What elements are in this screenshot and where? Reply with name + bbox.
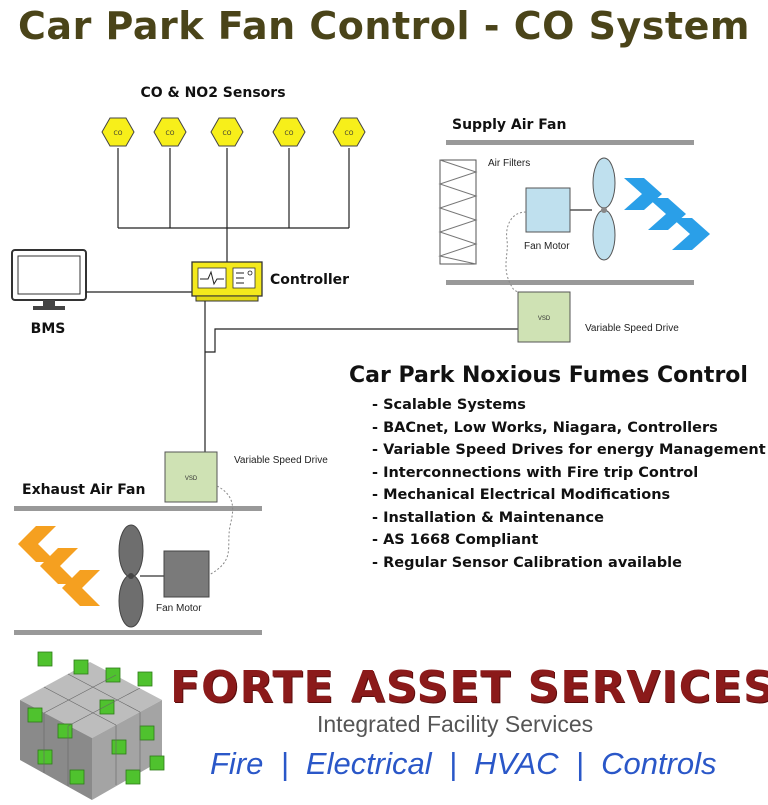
sensor-co-5: CO — [332, 117, 366, 147]
sensor-label: CO — [345, 130, 354, 137]
company-tagline: Integrated Facility Services — [317, 711, 594, 737]
sensor-label: CO — [285, 130, 294, 137]
sensor-co-2: CO — [153, 117, 187, 147]
exhaust-airflow-arrows-icon — [18, 526, 100, 606]
exhaust-vsd — [164, 451, 218, 503]
list-item: - Mechanical Electrical Modifications — [372, 487, 671, 503]
supply-fan-blade-icon — [592, 157, 616, 261]
list-item: - Scalable Systems — [372, 397, 526, 413]
vsd-wiring — [204, 301, 518, 452]
controller-label: Controller — [270, 272, 349, 288]
sensor-co-4: CO — [272, 117, 306, 147]
supply-motor-cable — [505, 211, 527, 293]
sensor-label: CO — [166, 130, 175, 137]
exhaust-motor-label: Fan Motor — [156, 603, 202, 614]
supply-vsd-label: Variable Speed Drive — [585, 323, 679, 334]
exhaust-duct-top — [14, 506, 262, 511]
list-item: - AS 1668 Compliant — [372, 532, 539, 548]
supply-vsd-text: VSD — [538, 316, 551, 322]
sensor-label: CO — [223, 130, 232, 137]
sensor-co-1: CO — [101, 117, 135, 147]
company-name: FORTE ASSET SERVICES — [170, 662, 768, 713]
exhaust-duct-bottom — [14, 630, 262, 635]
company-logo-cube-icon — [20, 651, 165, 800]
company-services: Fire | Electrical | HVAC | Controls — [210, 746, 717, 781]
exhaust-motor-cable — [208, 485, 234, 576]
controller-unit — [191, 261, 263, 302]
supply-motor-label: Fan Motor — [524, 241, 570, 252]
exhaust-fan-blade-icon — [118, 524, 144, 628]
sensor-co-3: CO — [210, 117, 244, 147]
page-title: Car Park Fan Control - CO System — [18, 4, 750, 48]
list-item: - Installation & Maintenance — [372, 509, 604, 526]
air-filter-icon — [438, 159, 478, 265]
list-item: - Interconnections with Fire trip Contro… — [372, 464, 699, 481]
bms-monitor-icon — [11, 249, 87, 310]
sensor-wiring — [117, 148, 350, 262]
supply-airflow-arrows-icon — [624, 178, 710, 250]
air-filters-label: Air Filters — [488, 158, 530, 169]
exhaust-vsd-text: VSD — [185, 476, 198, 482]
supply-vsd — [517, 291, 571, 343]
list-item: - BACnet, Low Works, Niagara, Controller… — [372, 419, 718, 436]
supply-duct-bottom — [446, 280, 694, 285]
supply-duct-top — [446, 140, 694, 145]
supply-fan-motor — [525, 187, 571, 233]
list-item: - Variable Speed Drives for energy Manag… — [372, 442, 766, 458]
supply-heading: Supply Air Fan — [452, 117, 566, 133]
sensors-heading: CO & NO2 Sensors — [140, 85, 285, 101]
list-item: - Regular Sensor Calibration available — [372, 554, 682, 571]
fumes-feature-list: - Scalable Systems - BACnet, Low Works, … — [372, 394, 766, 574]
sensor-label: CO — [114, 130, 123, 137]
exhaust-fan-motor — [163, 550, 210, 598]
exhaust-heading: Exhaust Air Fan — [22, 482, 145, 498]
exhaust-vsd-label: Variable Speed Drive — [234, 455, 328, 466]
bms-label: BMS — [31, 321, 66, 337]
fumes-control-title: Car Park Noxious Fumes Control — [349, 363, 748, 388]
